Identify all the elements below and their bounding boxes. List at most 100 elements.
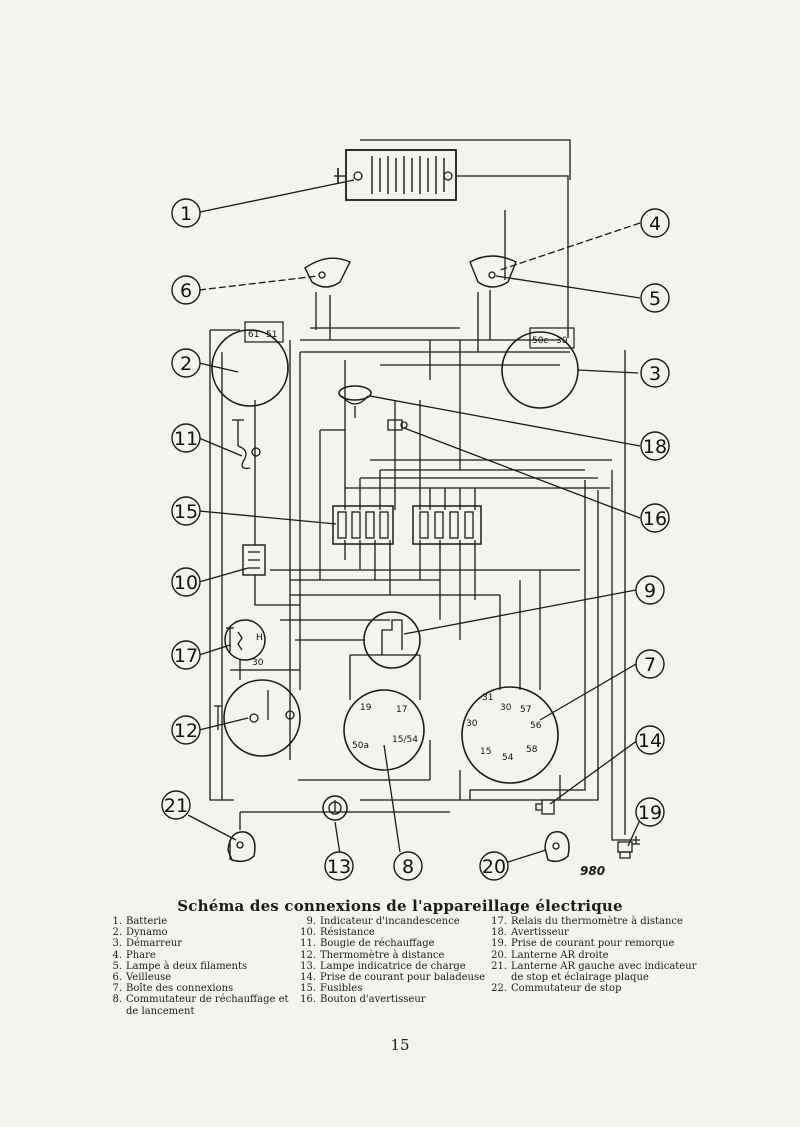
drawing-number: 980: [580, 864, 606, 878]
callout-9: 9: [644, 580, 656, 602]
callout-11: 11: [174, 428, 198, 450]
legend-item: 7. Boîte des connexions: [104, 983, 304, 994]
legend-item-text: Lampe indicatrice de charge: [320, 960, 466, 972]
dynamo-terminal-51: 51: [266, 330, 277, 340]
legend-item: 10. Résistance: [298, 927, 513, 938]
relay-terminal-30: 30: [252, 658, 264, 668]
legend-item-text: Indicateur d'incandescence: [320, 916, 460, 927]
box-terminal-56: 56: [530, 721, 542, 731]
legend-item-text: Thermomètre à distance: [320, 949, 445, 961]
diagram-caption: Schéma des connexions de l'appareillage …: [177, 897, 623, 915]
legend-item: 17.Relais du thermomètre à distance: [489, 916, 709, 927]
legend-item: 16. Bouton d'avertisseur: [298, 994, 513, 1005]
callout-5: 5: [649, 288, 661, 310]
wiring-diagram: 1 2 3 4 5 6 7 8 9 10 11 12 13 14 15 16 1…: [161, 139, 670, 881]
legend-item-text: Dynamo: [126, 927, 168, 939]
legend-item-text: Veilleuse: [126, 972, 172, 984]
legend-item: 14.Prise de courant pour baladeuse: [298, 972, 513, 983]
callout-17: 17: [174, 645, 198, 667]
legend-item-number: 2.: [112, 927, 122, 939]
dynamo-terminal-61: 61: [248, 330, 259, 340]
legend-item: 12. Thermomètre à distance: [298, 950, 513, 961]
legend-item-number: 4.: [112, 949, 122, 961]
legend-item-text: Commutateur de stop: [511, 983, 622, 995]
switch-terminal-15-54: 15/54: [392, 735, 418, 745]
legend-item: 8.Commutateur de réchauffage et de lance…: [104, 994, 304, 1016]
box-terminal-54: 54: [502, 753, 514, 763]
legend-item-number: 5.: [112, 960, 122, 972]
callout-6: 6: [180, 280, 192, 302]
legend-item: 5.Lampe à deux filaments: [104, 961, 304, 972]
legend-item-number: 19.: [491, 938, 507, 950]
legend-item-text: Bouton d'avertisseur: [320, 994, 426, 1006]
callout-13: 13: [327, 856, 351, 878]
legend-item-text: Lanterne AR gauche avec indicateur de st…: [511, 960, 697, 984]
legend-item: 3. Démarreur: [104, 938, 304, 949]
legend-item-text: Batterie: [126, 916, 168, 927]
legend-item-number: 9.: [306, 916, 316, 927]
legend-item-text: Prise de courant pour remorque: [511, 938, 675, 950]
legend-item: 9. Indicateur d'incandescence: [298, 916, 513, 927]
legend-item-number: 15.: [300, 983, 316, 995]
callout-4: 4: [649, 213, 661, 235]
box-terminal-30a: 30: [500, 703, 512, 713]
legend-item-number: 13.: [300, 960, 316, 972]
legend-item-number: 1.: [112, 916, 122, 927]
legend-item-text: Lanterne AR droite: [511, 949, 609, 961]
callout-15: 15: [174, 501, 198, 523]
callout-20: 20: [482, 856, 506, 878]
box-terminal-15: 15: [480, 747, 491, 757]
legend-item-number: 11.: [300, 938, 316, 950]
legend-item: 6. Veilleuse: [104, 972, 304, 983]
legend-item-number: 16.: [300, 994, 316, 1006]
legend-item-text: Phare: [126, 949, 156, 961]
legend-item-number: 3.: [112, 938, 122, 950]
legend-item: 21.Lanterne AR gauche avec indicateur de…: [489, 961, 709, 983]
legend-item-text: Démarreur: [126, 938, 183, 950]
box-terminal-31: 31: [482, 693, 493, 703]
callout-8: 8: [402, 856, 414, 878]
box-terminal-30b: 30: [466, 719, 478, 729]
legend-item-text: Avertisseur: [511, 927, 569, 939]
callout-7: 7: [644, 654, 656, 676]
legend-item-number: 10.: [300, 927, 316, 939]
callout-2: 2: [180, 353, 192, 375]
legend-item-number: 20.: [491, 949, 507, 961]
legend-item-number: 12.: [300, 949, 316, 961]
switch-terminal-50a: 50a: [352, 741, 369, 751]
legend-item-number: 6.: [112, 972, 122, 984]
legend-item-text: Commutateur de réchauffage et de lanceme…: [126, 994, 289, 1017]
callout-3: 3: [649, 363, 661, 385]
starter-terminal-50c: 50c: [532, 336, 548, 346]
legend-item: 20. Lanterne AR droite: [489, 950, 709, 961]
callout-16: 16: [643, 508, 667, 530]
legend-item: 4. Phare: [104, 950, 304, 961]
legend-item: 1. Batterie: [104, 916, 304, 927]
starter-terminal-30: 30: [556, 336, 568, 346]
switch-terminal-19: 19: [360, 703, 372, 713]
legend-item-number: 14.: [300, 972, 316, 984]
legend-item: 13. Lampe indicatrice de charge: [298, 961, 513, 972]
legend-item-text: Bougie de réchauffage: [320, 938, 435, 950]
callout-12: 12: [174, 720, 198, 742]
legend-item-number: 7.: [112, 983, 122, 995]
callout-14: 14: [638, 730, 662, 752]
legend-column-2: 9. Indicateur d'incandescence 10. Résistanc…: [298, 916, 513, 1006]
callout-18: 18: [643, 436, 667, 458]
switch-terminal-17: 17: [396, 705, 407, 715]
callout-21: 21: [164, 795, 188, 817]
legend-item: 19. Prise de courant pour remorque: [489, 938, 709, 949]
legend-item-text: Fusibles: [320, 983, 363, 995]
legend-item: 22.Commutateur de stop: [489, 983, 709, 994]
legend-item: 2. Dynamo: [104, 927, 304, 938]
box-terminal-57: 57: [520, 705, 531, 715]
legend-item: 18. Avertisseur: [489, 927, 709, 938]
page-number: 15: [390, 1036, 410, 1054]
legend-item-number: 18.: [491, 927, 507, 939]
legend-item-text: Résistance: [320, 927, 375, 939]
legend-item-text: Boîte des connexions: [126, 983, 234, 995]
callout-19: 19: [638, 802, 662, 824]
box-terminal-58: 58: [526, 745, 538, 755]
